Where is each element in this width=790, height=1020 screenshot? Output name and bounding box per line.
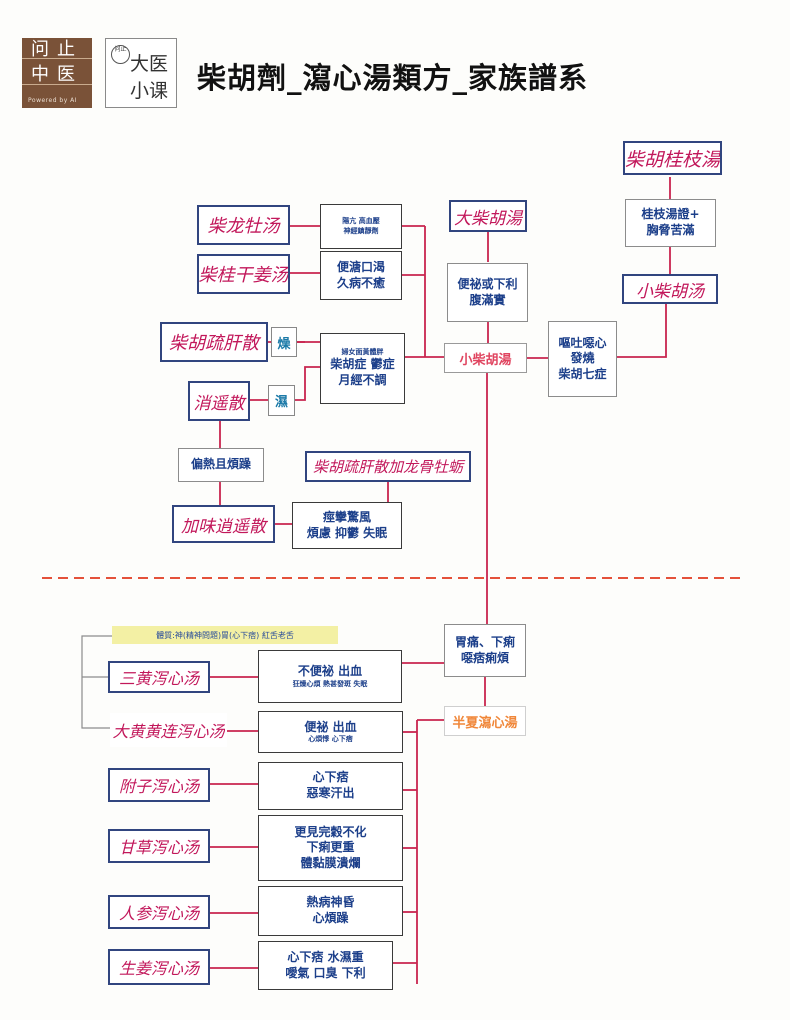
logo-powered: Powered by AI (28, 97, 78, 104)
symptom-text: 桂枝湯證+ (641, 207, 700, 222)
symptom-box-dachaihu: 便祕或下利 腹滿實 (447, 263, 528, 322)
formula-fuzi: 附子泻心汤 (108, 768, 210, 802)
logo-seal: 问止 (111, 45, 130, 64)
formula-shengjiang: 生姜泻心汤 (108, 949, 210, 985)
node-xiao-chaihu: 小柴胡湯 (444, 343, 527, 373)
logo-line1: 问止 (31, 39, 83, 60)
symptom-text: 嘔吐噁心 (558, 335, 607, 350)
symptom-box-chailong: 陽亢 高血壓 神經鎮靜劑 (320, 204, 402, 249)
symptom-text: 下痢更重 (306, 840, 355, 855)
symptom-box-xiaoyao-down: 偏熱且煩躁 (178, 448, 264, 482)
symptom-box-gancao: 更見完穀不化 下痢更重 體黏膜潰爛 (258, 815, 403, 881)
symptom-box-fuzi: 心下痞 惡寒汗出 (258, 762, 403, 810)
symptom-text: 狂燥心煩 熱甚發斑 失眠 (292, 679, 368, 688)
symptom-text: 痙攣驚風 (322, 509, 371, 524)
symptom-box-xiao-right: 嘔吐噁心 發燒 柴胡七症 (548, 321, 617, 397)
logo2-line1: 大医 (130, 53, 169, 75)
formula-xiao-chaihu-icon: 小柴胡汤 (622, 274, 718, 304)
symptom-text: 腹滿實 (469, 292, 506, 307)
wire-note-bracket (81, 635, 112, 729)
symptom-text: 柴胡症 鬱症 (330, 357, 395, 372)
symptom-text: 陽亢 高血壓 (342, 217, 380, 226)
formula-jiawei-xiaoyao: 加味逍遥散 (172, 505, 275, 543)
symptom-text: 心煩悸 心下痞 (308, 735, 353, 744)
symptom-box-renshen: 熱病神昏 心煩躁 (258, 886, 403, 936)
symptom-text: 體黏膜潰爛 (300, 855, 361, 870)
symptom-text: 更見完穀不化 (294, 824, 367, 839)
formula-gancao: 甘草泻心汤 (108, 829, 210, 863)
symptom-text: 久病不癒 (336, 275, 385, 290)
logo-line2: 中医 (31, 64, 83, 85)
symptom-text: 便溏口渴 (336, 259, 385, 274)
symptom-text: 胸脅苦滿 (646, 223, 695, 237)
formula-xiaoyao: 消遥散 (188, 381, 250, 421)
symptom-box-chaigui: 便溏口渴 久病不癒 (320, 251, 402, 300)
symptom-text: 煩慮 抑鬱 失眠 (306, 525, 388, 540)
formula-renshen: 人参泻心汤 (108, 895, 210, 929)
symptom-box-sanhuang: 不便祕 出血 狂燥心煩 熱甚發斑 失眠 (258, 650, 402, 703)
symptom-box-shengjiang: 心下痞 水濕重 噯氣 口臭 下利 (258, 941, 393, 990)
symptom-text: 神經鎮靜劑 (343, 226, 379, 235)
symptom-box-banxia-top: 胃痛、下痢 噁痞痢煩 (444, 624, 526, 677)
page-title: 柴胡劑_瀉心湯類方_家族譜系 (197, 61, 589, 95)
symptom-text: 噁痞痢煩 (460, 650, 509, 665)
formula-sanhuang: 三黄泻心汤 (108, 661, 210, 693)
symptom-text: 柴胡七症 (558, 366, 607, 381)
symptom-text: 便祕 出血 (304, 719, 357, 734)
wire-xiao-icon-down (617, 303, 667, 358)
symptom-text: 婦女面黃體胖 (341, 348, 384, 357)
symptom-text: 心下痞 水濕重 (287, 949, 364, 964)
symptom-box-dahuang: 便祕 出血 心煩悸 心下痞 (258, 711, 403, 753)
constitution-note: 體質:神(精神問題)胃(心下痞) 紅舌老舌 (112, 626, 338, 644)
formula-dahuang-huanglian: 大黄黄连泻心汤 (110, 713, 227, 747)
symptom-text: 心下痞 (312, 770, 349, 785)
symptom-text: 便祕或下利 (457, 276, 518, 291)
symptom-box-jiawei: 痙攣驚風 煩慮 抑鬱 失眠 (292, 502, 402, 549)
logo2-line2: 小课 (130, 80, 169, 102)
symptom-text: 偏熱且煩躁 (190, 457, 251, 472)
logo-wenzhi-tcm: 问止 中医 Powered by AI (22, 38, 92, 108)
wire-wet (295, 366, 320, 401)
symptom-text: 惡寒汗出 (306, 786, 355, 800)
symptom-text: 心煩躁 (312, 911, 349, 925)
symptom-text: 發燒 (570, 351, 595, 366)
node-banxia-xiexin: 半夏瀉心湯 (444, 706, 526, 736)
formula-chaihu-shugan: 柴胡疏肝散 (160, 322, 268, 362)
formula-chailong-muli: 柴龙牡汤 (197, 205, 290, 245)
formula-shugan-longmu: 柴胡疏肝散加龙骨牡蛎 (305, 451, 471, 482)
formula-chaihu-guizhi: 柴胡桂枝湯 (623, 141, 722, 175)
symptom-box-guizhi: 桂枝湯證+ 胸脅苦滿 (625, 199, 716, 247)
symptom-text: 不便祕 出血 (297, 664, 363, 679)
symptom-text: 月經不調 (338, 373, 387, 388)
formula-chaigui-ganjiang: 柴桂干姜汤 (197, 254, 290, 294)
symptom-text: 熱病神昏 (306, 895, 355, 910)
symptom-text: 胃痛、下痢 (454, 634, 515, 649)
label-dry: 燥 (271, 327, 297, 357)
logo-great-doctor-class: 问止 大医 小课 (105, 38, 177, 108)
symptom-box-shugan: 婦女面黃體胖 柴胡症 鬱症 月經不調 (320, 333, 405, 404)
formula-da-chaihu: 大柴胡湯 (449, 200, 527, 232)
label-wet: 濕 (268, 385, 295, 416)
symptom-text: 噯氣 口臭 下利 (285, 965, 366, 980)
